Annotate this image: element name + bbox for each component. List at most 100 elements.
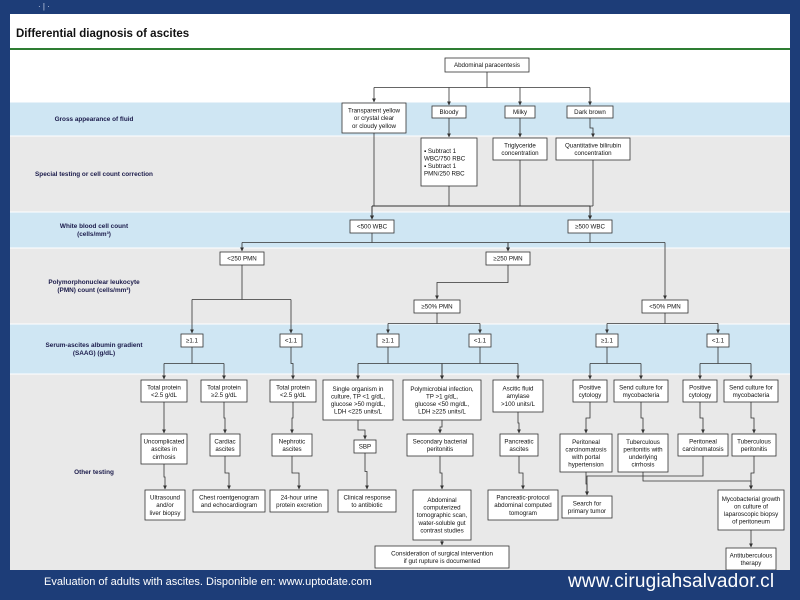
node-text-saag_f: <1.1 (712, 338, 725, 345)
node-text-clinical: Clinical response (343, 494, 391, 501)
site-url[interactable]: www.cirugiahsalvador.cl (568, 571, 775, 592)
node-text-uncomp: cirrhosis (152, 454, 175, 461)
band-wbc (10, 212, 790, 248)
citation-text: Evaluation of adults with ascites. Dispo… (44, 576, 372, 588)
node-text-single: glucose >50 mg/dL, (331, 401, 385, 408)
band-label-gross: Gross appearance of fluid (55, 116, 134, 123)
node-text-pmn_low: <250 PMN (227, 256, 256, 263)
node-text-amylase: >100 units/L (501, 401, 535, 408)
node-dark: Dark brown (566, 105, 614, 119)
node-text-saag_d: <1.1 (474, 338, 487, 345)
node-text-ct: water-soluble gut (417, 520, 465, 527)
node-text-tp1: <2.5 g/dL (151, 392, 178, 399)
node-text-cardiac: Cardiac (214, 438, 235, 445)
node-saag_f: <1.1 (706, 333, 730, 348)
node-text-pancreatic: ascites (509, 446, 528, 453)
edge-layer (162, 72, 756, 548)
node-text-ercp: tomogram (509, 510, 537, 517)
edge-tp3-nephrotic (290, 402, 294, 434)
node-text-ct: tomographic scan, (417, 512, 468, 519)
node-text-pmn_high: ≥250 PMN (493, 256, 522, 263)
node-text-carcino1: hypertension (568, 462, 604, 469)
node-text-cyto2: cytology (689, 392, 713, 399)
node-text-bloody: Bloody (440, 109, 460, 116)
node-text-us: liver biopsy (150, 510, 182, 517)
node-text-uncomp: ascites in (151, 446, 177, 453)
node-text-pancreatic: Pancreatic (504, 438, 533, 445)
node-text-poly: glucose <50 mg/dL, (415, 401, 469, 408)
band-label-pmn: Polymorphonuclear leukocyte (48, 279, 140, 286)
edge-pancreatic-ercp (518, 456, 525, 490)
node-text-sbp: SBP (359, 444, 371, 451)
node-text-tp3: <2.5 g/dL (280, 392, 307, 399)
edge-saag_b-tp3 (290, 347, 295, 380)
node-sbp: SBP (353, 439, 377, 454)
node-text-wbc_low: <500 WBC (357, 224, 388, 231)
node-text-subtract: ▪ Subtract 1 (424, 148, 457, 155)
node-text-saag_a: ≥1.1 (186, 338, 199, 345)
node-text-cyto1: cytology (579, 392, 603, 399)
edge-myco2-tbc2 (750, 402, 756, 434)
node-text-amylase: Ascitic fluid (503, 386, 535, 393)
node-saag_e: ≥1.1 (595, 333, 619, 348)
edge-tbc2-laparo (749, 456, 755, 490)
node-text-tp2: Total protein (207, 384, 241, 391)
node-text-search: Search for (573, 500, 602, 507)
node-bloody: Bloody (431, 105, 467, 119)
band-saag (10, 324, 790, 374)
node-text-us: and/or (156, 502, 174, 509)
node-text-dark: Dark brown (574, 109, 606, 116)
node-text-subtract: ▪ Subtract 1 (424, 163, 457, 170)
node-text-tbc1: underlying (629, 454, 658, 461)
node-text-urine: 24-hour urine (281, 494, 318, 501)
node-text-poly: TP >1 g/dL, (426, 393, 458, 400)
diagram-panel: Differential diagnosis of ascites Gross … (10, 14, 790, 570)
edge-pmn_high-pmn50_high (435, 265, 509, 300)
node-subtract: ▪ Subtract 1 WBC/750 RBC▪ Subtract 1 PMN… (420, 137, 478, 187)
node-text-myco1: mycobacteria (623, 392, 660, 399)
node-text-subtract: WBC/750 RBC (424, 155, 466, 162)
band-label-wbc: (cells/mm³) (77, 231, 111, 238)
node-text-carcino1: Peritoneal (572, 439, 600, 446)
node-text-amylase: amylase (506, 393, 530, 400)
title-rule (10, 48, 790, 50)
edge-cyto1-carcino1 (584, 402, 591, 434)
node-text-saag_c: ≥1.1 (382, 338, 395, 345)
node-text-paracentesis: Abdominal paracentesis (454, 62, 520, 69)
node-text-surgical: Consideration of surgical intervention (391, 550, 493, 557)
node-text-myco1: Send culture for (619, 384, 663, 391)
node-text-cxr: Chest roentgenogram (199, 494, 259, 501)
node-pmn50_low: <50% PMN (641, 299, 689, 314)
node-text-surgical: if gut rupture is documented (404, 558, 481, 565)
node-text-laparo: Mycobacterial growth (722, 496, 781, 503)
node-text-pmn50_high: ≥50% PMN (421, 304, 452, 311)
edge-myco1-tbc1 (640, 402, 645, 434)
node-text-ercp: Pancreatic-protocol (496, 495, 549, 502)
node-text-ercp: abdominal computed (494, 502, 552, 509)
band-label-special: Special testing or cell count correction (35, 171, 153, 178)
node-text-uncomp: Uncomplicated (144, 439, 185, 446)
node-text-trig: Triglyceride (504, 142, 536, 149)
node-text-subtract: PMN/250 RBC (424, 171, 465, 178)
node-text-single: LDH <225 units/L (334, 409, 383, 416)
node-text-ct: contrast studies (420, 527, 463, 534)
node-text-poly: LDH ≥225 units/L (418, 409, 466, 416)
node-saag_c: ≥1.1 (376, 333, 400, 348)
node-text-tp1: Total protein (147, 384, 181, 391)
node-text-secondary: Secondary bacterial (413, 438, 468, 445)
node-text-bili: concentration (574, 150, 612, 157)
node-text-single: Single organism in (333, 386, 384, 393)
